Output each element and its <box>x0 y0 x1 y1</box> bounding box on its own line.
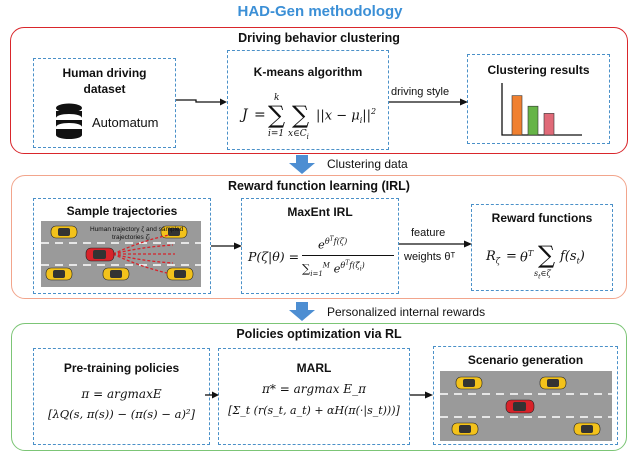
dataset-box: Human driving dataset Automatum <box>33 58 176 148</box>
database-icon <box>56 103 82 139</box>
maxent-formula: P(ζ|θ) = eθTf(ζ) ∑i=1M eθTf(ζ̂i) <box>248 225 398 291</box>
scenario-box: Scenario generation <box>433 346 618 445</box>
reward-formula: Rζ = θT ∑ st∈ζ f(st) <box>486 241 585 281</box>
car-icon <box>505 399 535 414</box>
maxent-title: MaxEnt IRL <box>287 205 353 219</box>
scenario-scene <box>440 371 612 441</box>
arrow-dataset-to-kmeans <box>176 98 227 106</box>
sample-trajectories-title: Sample trajectories <box>66 204 178 218</box>
car-icon <box>166 267 194 281</box>
arrow-maxent-to-reward <box>399 240 472 248</box>
stage-clustering: Driving behavior clustering <box>10 27 628 154</box>
marl-title: MARL <box>296 361 332 375</box>
car-icon <box>451 422 479 436</box>
big-arrow-clustering-data <box>289 155 315 174</box>
dataset-name: Automatum <box>92 115 159 130</box>
pretraining-formula-1: π = argmaxE <box>81 387 162 401</box>
trajectory-caption-2: trajectories ζ̂ᵢ <box>112 234 150 241</box>
connector-label-personalized-rewards: Personalized internal rewards <box>327 305 486 319</box>
trajectory-caption-1: Human trajectory ζ and sampled <box>90 226 184 233</box>
car-icon <box>539 376 567 390</box>
car-icon <box>102 267 130 281</box>
big-arrow-personalized-rewards <box>289 302 315 321</box>
kmeans-title: K-means algorithm <box>253 65 363 79</box>
dataset-title: Human driving dataset <box>62 66 147 96</box>
results-title: Clustering results <box>487 63 590 77</box>
car-icon <box>45 267 73 281</box>
clustering-chart <box>501 83 582 136</box>
chart-bar-cluster-3 <box>543 113 555 136</box>
arrow-kmeans-to-results <box>389 98 468 106</box>
kmeans-box: K-means algorithm J = ∑ k i=1 ∑ x∈Ci ||x… <box>227 50 389 150</box>
stage-clustering-title: Driving behavior clustering <box>238 31 400 45</box>
connector-label-clustering-data: Clustering data <box>327 157 408 171</box>
stage-rl-title: Policies optimization via RL <box>236 327 402 341</box>
scenario-title: Scenario generation <box>467 353 584 367</box>
marl-formula-1: π* = argmax E_π <box>262 382 366 396</box>
pretraining-box: Pre-training policies π = argmaxE [λQ(s,… <box>33 348 210 445</box>
reward-box: Reward functions Rζ = θT ∑ st∈ζ f(st) <box>471 204 613 291</box>
marl-box: MARL π* = argmax E_π [Σ_t (r(s_t, a_t) +… <box>218 348 410 445</box>
stage-rl: Policies optimization via RL <box>11 323 627 451</box>
edge-label-driving-style: driving style <box>391 86 450 98</box>
stage-irl: Reward function learning (IRL) <box>11 175 627 299</box>
pretraining-title: Pre-training policies <box>63 361 180 375</box>
chart-axes <box>501 83 582 136</box>
pretraining-formula-2: [λQ(s, π(s)) − (π(s) − a)²] <box>47 407 196 421</box>
edge-label-weights: weights θᵀ <box>404 251 456 263</box>
kmeans-formula: J = ∑ k i=1 ∑ x∈Ci ||x − μi||2 <box>242 93 377 141</box>
reward-title: Reward functions <box>491 211 593 225</box>
page-title: HAD-Gen methodology <box>237 3 403 20</box>
trajectory-scene <box>41 221 201 287</box>
results-box: Clustering results <box>467 54 610 144</box>
car-icon <box>85 247 115 262</box>
chart-bar-cluster-1 <box>511 95 523 136</box>
stage-irl-title: Reward function learning (IRL) <box>228 179 410 193</box>
sample-trajectories-box: Sample trajectories Human trajectory ζ a… <box>33 198 211 294</box>
arrow-sample-to-maxent <box>211 242 242 250</box>
marl-formula-2: [Σ_t (r(s_t, a_t) + αH(π(·|s_t)))] <box>228 404 400 417</box>
car-icon <box>455 376 483 390</box>
car-icon <box>573 422 601 436</box>
maxent-box: MaxEnt IRL P(ζ|θ) = eθTf(ζ) ∑i=1M eθTf(ζ… <box>241 198 399 294</box>
car-icon <box>50 225 78 239</box>
arrow-marl-to-scenario <box>410 391 433 399</box>
arrow-pretrain-to-marl <box>205 391 219 399</box>
chart-bar-cluster-2 <box>527 105 539 136</box>
edge-label-feature: feature <box>411 227 446 239</box>
